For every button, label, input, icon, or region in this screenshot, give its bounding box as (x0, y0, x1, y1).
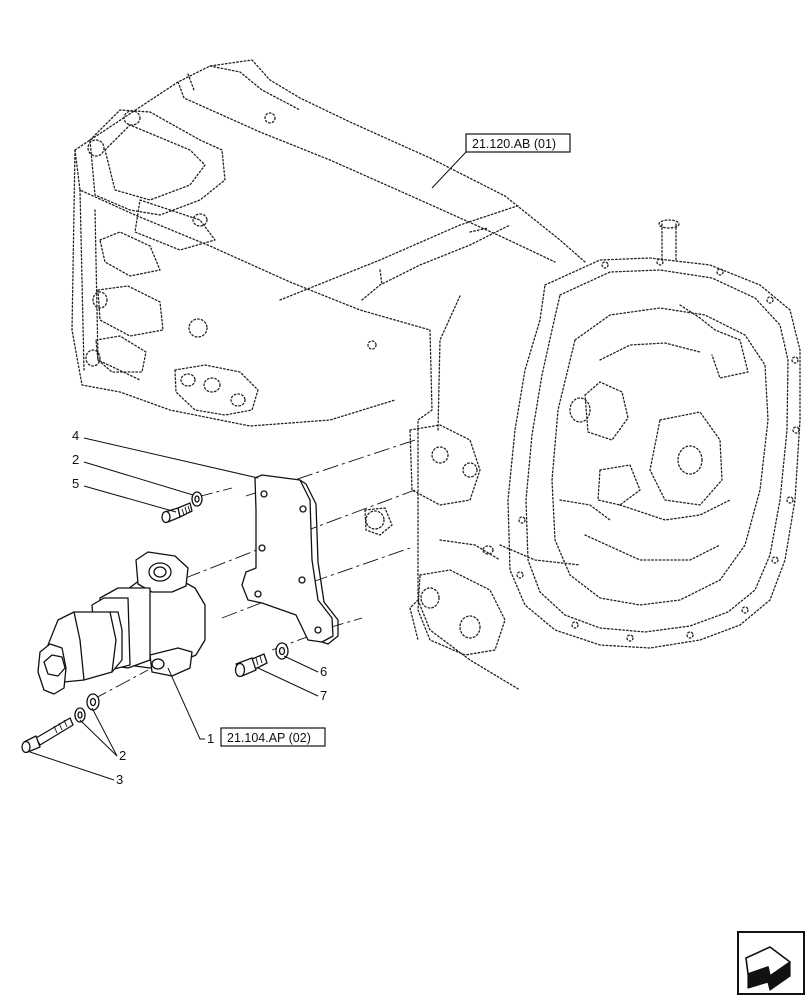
top-washer (191, 491, 203, 507)
top-screw (161, 502, 193, 524)
right-washer (275, 642, 289, 660)
callout-item3: 3 (116, 772, 123, 787)
long-screw (21, 717, 74, 754)
callout-item4: 4 (72, 428, 79, 443)
callout-item2-top: 2 (72, 452, 79, 467)
right-screw (234, 653, 268, 678)
transmission-housing (71, 59, 801, 691)
callout-item5: 5 (72, 476, 79, 491)
callout-item2-bottom: 2 (119, 748, 126, 763)
solenoid-valve (37, 551, 206, 695)
leader-lines (29, 151, 467, 781)
mounting-bracket (241, 474, 339, 645)
housing-reference-text: 21.120.AB (01) (472, 137, 556, 151)
callout-item6: 6 (320, 664, 327, 679)
housing-reference-tag[interactable]: 21.120.AB (01) (465, 133, 571, 153)
solenoid-reference-tag[interactable]: 21.104.AP (02) (220, 727, 326, 747)
solenoid-reference-text: 21.104.AP (02) (227, 731, 311, 745)
callout-item1: 1 (207, 731, 214, 746)
callout-item7: 7 (320, 688, 327, 703)
callout-labels: 4 2 5 6 7 1 2 3 (72, 428, 327, 787)
next-page-arrow-icon[interactable] (737, 931, 805, 995)
lower-washers (74, 693, 100, 723)
